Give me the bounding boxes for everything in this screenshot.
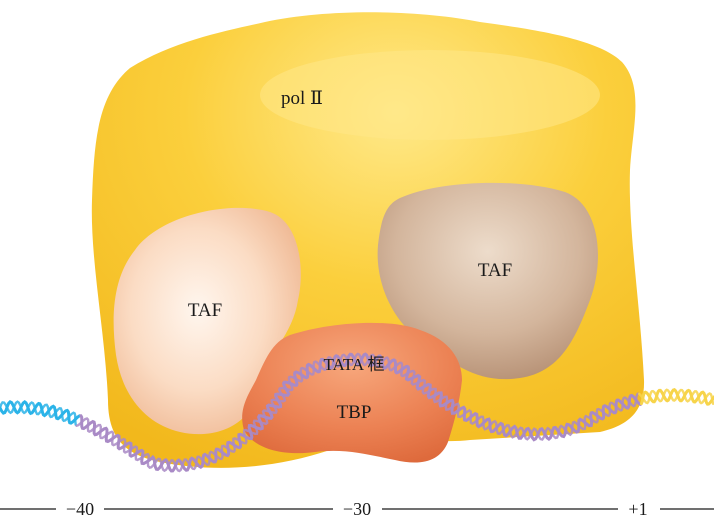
pol2-highlight <box>260 50 600 140</box>
dna-strand <box>75 352 640 473</box>
dna-strand <box>639 388 714 406</box>
tbp-subunit <box>242 322 462 463</box>
dna-strand <box>638 388 714 405</box>
position-plus1-label: +1 <box>628 499 647 516</box>
position-minus40-label: −40 <box>66 499 94 516</box>
dna-strand <box>0 400 77 426</box>
taf-left-label: TAF <box>188 300 222 321</box>
tata-box-label: TATA 框 <box>323 355 384 374</box>
taf-right-subunit <box>377 182 598 380</box>
taf-right-label: TAF <box>478 260 512 281</box>
position-minus30-label: −30 <box>343 499 371 516</box>
pol2-label: pol Ⅱ <box>281 88 323 109</box>
tbp-label: TBP <box>337 402 372 423</box>
taf-left-subunit <box>113 207 301 435</box>
dna-double-helix <box>0 352 714 473</box>
